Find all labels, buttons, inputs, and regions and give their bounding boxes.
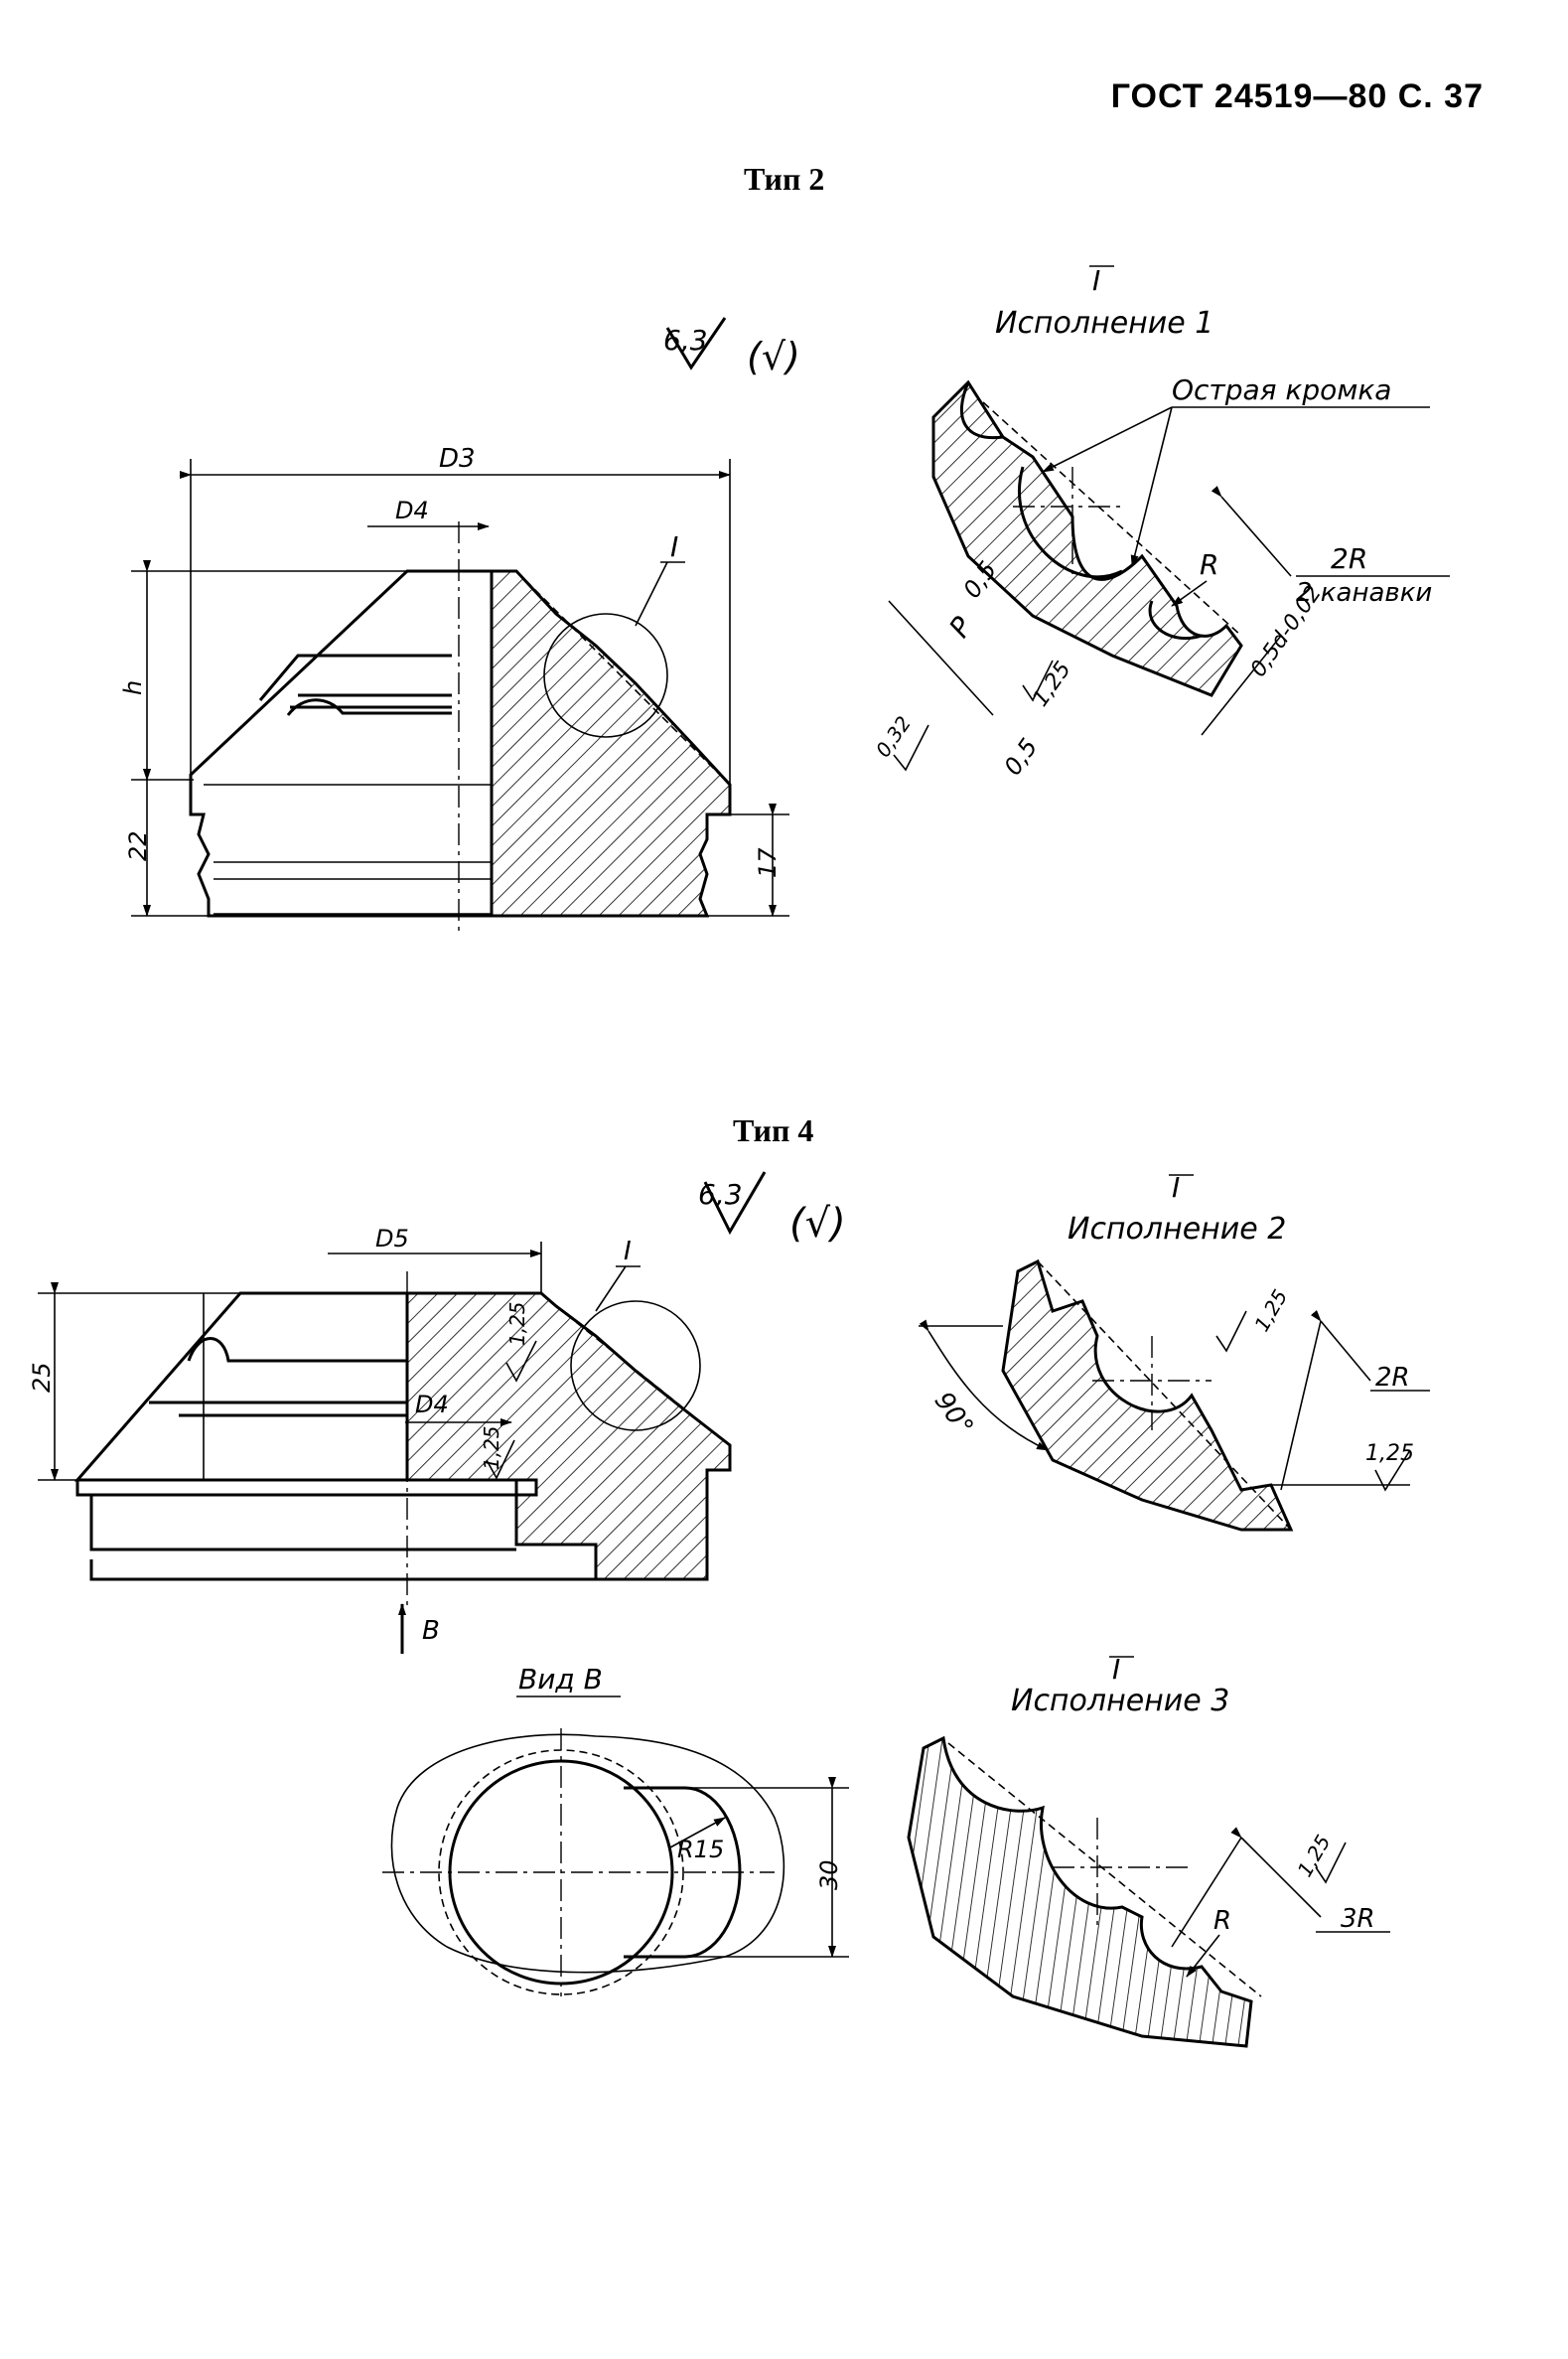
viewB-dim-30: 30: [815, 1859, 843, 1890]
detail2-marker: I: [1172, 1171, 1180, 1204]
detail1-d-val: 0,5d-0,02: [1246, 581, 1327, 681]
detail1-R: R: [1200, 548, 1218, 581]
type4-title: Тип 4: [733, 1112, 814, 1148]
type2-dim-D3: D3: [439, 444, 476, 474]
type4-dim-D4: D4: [415, 1391, 449, 1418]
type4-roughness-symbol: 6,3 (√): [698, 1171, 846, 1247]
type2-roughness-value: 6,3: [663, 324, 708, 357]
type4-detail-circle: [570, 1300, 701, 1431]
type2-main-view: I D3 D4 h 22 17: [119, 444, 789, 934]
type4-dim-25: 25: [28, 1362, 56, 1393]
type2-dim-D4: D4: [395, 497, 429, 524]
detail1-2R: 2R: [1331, 542, 1367, 575]
type2-detail-marker: I: [670, 530, 678, 563]
detail1-grooves: 2 канавки: [1296, 578, 1432, 608]
type2-detail-ispolnenie-1: I Исполнение 1 Острая кромка 2R 2 канавк…: [871, 264, 1450, 781]
type2-dim-17: 17: [754, 847, 782, 878]
page-header: ГОСТ 24519—80 С. 37: [1110, 77, 1484, 115]
type2-dim-h: h: [119, 680, 147, 695]
viewB-title: Вид В: [518, 1663, 603, 1696]
detail1-sharp-edge: Острая кромка: [1172, 373, 1391, 406]
viewB-R15: R15: [677, 1836, 724, 1863]
type2-dim-22: 22: [124, 830, 152, 861]
detail1-title: Исполнение 1: [995, 306, 1213, 341]
detail2-rough-2: 1,25: [1365, 1441, 1414, 1466]
detail2-rough-1: 1,25: [1249, 1285, 1292, 1336]
type4-detail-marker: I: [624, 1237, 632, 1266]
detail1-P: P: [942, 611, 979, 644]
detail1-rough-032: 0,32: [871, 712, 916, 762]
type4-detail-ispolnenie-2: I Исполнение 2 90° 2R 1,25 1,25: [919, 1171, 1430, 1532]
type4-view-B: Вид В R15 30: [382, 1663, 849, 1996]
type2-roughness-symbol: 6,3 (√): [663, 317, 800, 378]
detail1-05b: 0,5: [999, 733, 1044, 780]
detail3-rough: 1,25: [1293, 1831, 1336, 1881]
type4-detail-ispolnenie-3: I Исполнение 3 3R R 1,25: [907, 1653, 1390, 2048]
type4-roughness-bracket: (√): [789, 1201, 846, 1247]
detail3-title: Исполнение 3: [1011, 1684, 1229, 1718]
type4-rough-125b: 1,25: [480, 1425, 503, 1470]
detail3-3R: 3R: [1341, 1904, 1375, 1934]
detail2-2R: 2R: [1375, 1363, 1410, 1393]
detail2-angle: 90°: [928, 1387, 979, 1441]
type4-rough-125a: 1,25: [505, 1301, 529, 1346]
type4-main-view: I D5 D4 25 1,25 1,25 B: [28, 1225, 732, 1654]
detail3-marker: I: [1112, 1653, 1120, 1686]
type2-detail-circle: [543, 613, 668, 738]
detail2-title: Исполнение 2: [1068, 1212, 1286, 1247]
detail3-R: R: [1213, 1906, 1231, 1936]
type2-title: Тип 2: [744, 161, 825, 197]
detail1-rough-125: 1,25: [1028, 658, 1076, 711]
detail1-marker: I: [1092, 264, 1100, 297]
type4-dim-D5: D5: [375, 1225, 409, 1253]
type2-roughness-bracket: (√): [747, 335, 800, 378]
type4-arrow-B-label: B: [422, 1616, 440, 1646]
